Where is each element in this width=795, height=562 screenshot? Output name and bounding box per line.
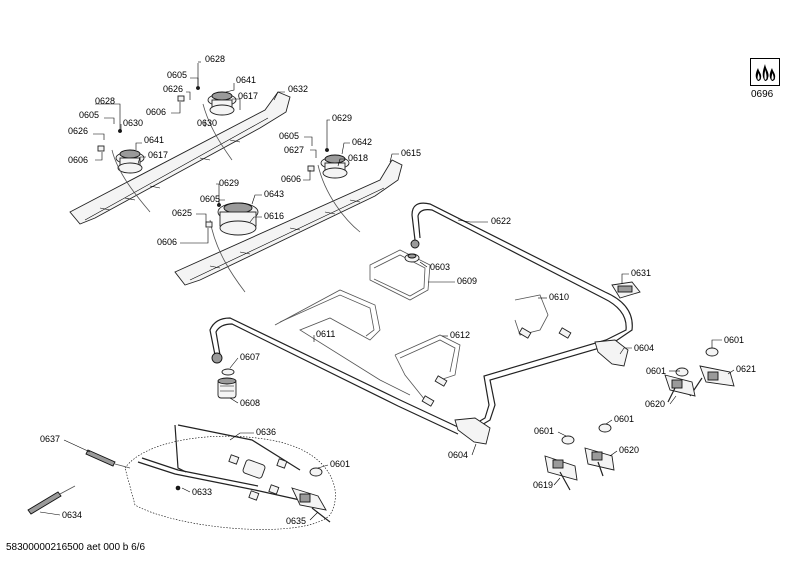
burner-rail-0615: [174, 159, 403, 286]
burner-rail-0632: [69, 91, 291, 225]
label-0617-b: 0617: [148, 150, 169, 160]
label-0627: 0627: [284, 145, 305, 155]
part-0603: [404, 253, 420, 263]
label-0611: 0611: [316, 329, 336, 339]
label-0628-a: 0628: [205, 54, 226, 64]
label-0601-d: 0601: [534, 426, 555, 436]
label-0634: 0634: [62, 510, 83, 520]
caps-0601: [309, 347, 719, 477]
bracket-0631: [611, 281, 641, 299]
gas-pipe-0610: [514, 294, 572, 339]
clamp-0604-bottom: [454, 417, 491, 445]
label-0630-a: 0630: [197, 118, 218, 128]
gas-badge: [750, 58, 780, 86]
label-0633: 0633: [192, 487, 213, 497]
label-0641-b: 0641: [144, 135, 165, 145]
label-0610: 0610: [549, 292, 570, 302]
label-0629-b: 0629: [219, 178, 240, 188]
label-0625: 0625: [172, 208, 193, 218]
label-0604-b: 0604: [448, 450, 469, 460]
burner-0641-left: [115, 149, 145, 174]
label-0608: 0608: [240, 398, 261, 408]
burner-wires: [97, 63, 361, 293]
label-0617-a: 0617: [238, 91, 259, 101]
burner-0642: [320, 154, 350, 179]
label-0619: 0619: [533, 480, 554, 490]
label-0601-a: 0601: [724, 335, 745, 345]
label-0631: 0631: [631, 268, 652, 278]
label-0612: 0612: [450, 330, 471, 340]
label-0620-a: 0620: [645, 399, 666, 409]
label-0626-b: 0626: [68, 126, 89, 136]
part-0607: [221, 368, 235, 376]
label-0641-a: 0641: [236, 75, 257, 85]
label-0642: 0642: [352, 137, 373, 147]
leader-lines: [39, 61, 735, 521]
gas-flames-icon: [755, 64, 776, 81]
gas-pipe-0622: [209, 202, 633, 435]
label-0603: 0603: [430, 262, 451, 272]
label-0636: 0636: [256, 427, 277, 437]
label-0622: 0622: [491, 216, 512, 226]
label-0635: 0635: [286, 516, 307, 526]
burner-0643: [217, 202, 259, 236]
clamp-0604-right: [594, 339, 629, 367]
gas-pipe-0612: [394, 334, 461, 407]
label-0632: 0632: [288, 84, 309, 94]
gas-pipe-0609: [369, 249, 431, 301]
label-0643: 0643: [264, 189, 285, 199]
oven-assembly: [124, 424, 336, 530]
valve-0620-bottom: [584, 447, 615, 477]
label-0601-c: 0601: [330, 459, 351, 469]
label-0628-b: 0628: [95, 96, 116, 106]
label-0626-a: 0626: [163, 84, 184, 94]
label-0605-a: 0605: [167, 70, 188, 80]
label-0605-c: 0605: [279, 131, 300, 141]
label-0616: 0616: [264, 211, 285, 221]
label-0605-d: 0605: [200, 194, 221, 204]
label-0605-b: 0605: [79, 110, 100, 120]
gas-badge-label: 0696: [751, 89, 774, 100]
burner-0641-top: [207, 91, 237, 116]
label-0606-c: 0606: [281, 174, 302, 184]
label-0620-b: 0620: [619, 445, 640, 455]
label-0606-b: 0606: [68, 155, 89, 165]
label-0618: 0618: [348, 153, 369, 163]
gas-pipe-0611: [274, 289, 411, 396]
probe-0637: [85, 449, 131, 469]
label-0607: 0607: [240, 352, 261, 362]
document-footer: 58300000216500 aet 000 b 6/6: [6, 542, 146, 553]
valve-0620-right: [664, 374, 696, 403]
label-0604-a: 0604: [634, 343, 655, 353]
label-0621: 0621: [736, 364, 757, 374]
label-0629-a: 0629: [332, 113, 353, 123]
label-0606-d: 0606: [157, 237, 178, 247]
label-0601-b: 0601: [646, 366, 667, 376]
valve-0621: [689, 365, 735, 397]
label-0606-a: 0606: [146, 107, 167, 117]
label-0637: 0637: [40, 434, 61, 444]
label-0630-b: 0630: [123, 118, 144, 128]
label-0615: 0615: [401, 148, 422, 158]
part-0608: [217, 377, 237, 399]
label-0609: 0609: [457, 276, 478, 286]
probe-0634: [27, 485, 76, 515]
label-0601-e: 0601: [614, 414, 635, 424]
valve-0619: [544, 455, 578, 491]
